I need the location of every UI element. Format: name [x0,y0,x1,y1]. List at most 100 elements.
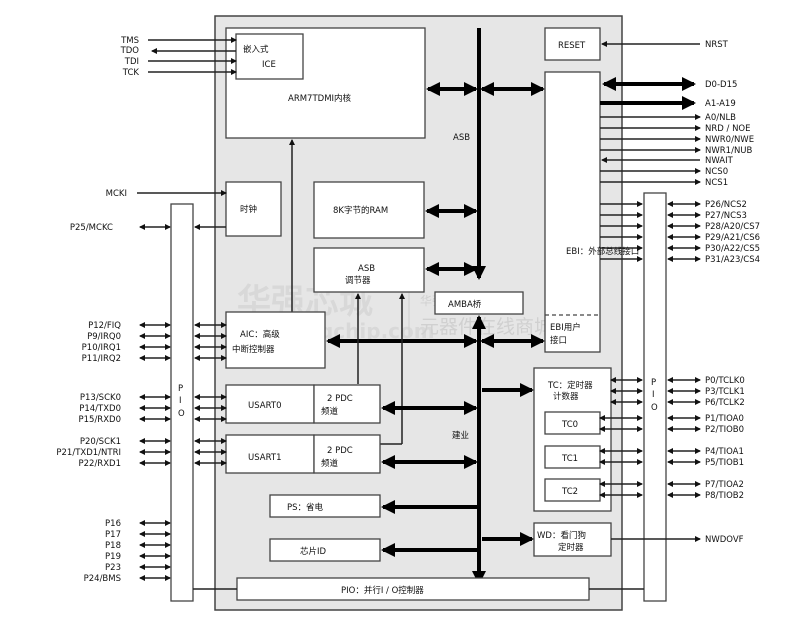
pdc0-block [313,384,381,424]
pio-right-o: O [651,403,658,413]
usart0-block [225,384,315,424]
pio-right-p: P [651,378,656,388]
tc0-block [544,411,601,435]
watermark-tag2: 元器件在线商城 [420,316,553,338]
signal-ncs1: NCS1 [705,178,728,188]
wd-label-1: WD：看门狗 [537,530,586,541]
signal-nwr1-nub: NWR1/NUB [705,146,753,156]
watchdog-block [533,522,612,557]
asb-arbiter-label-1: ASB [358,264,375,274]
signal-tdi: TDI [124,57,139,67]
signal-tms: TMS [120,36,139,46]
ram-block [313,181,425,239]
tc2-block [544,478,601,502]
right-signal-label: P31/A23/CS4 [705,255,760,265]
ebi-label: EBI：外部总线接口 [566,246,639,257]
clock-block [225,181,282,237]
left-signal-label: P17 [105,530,121,540]
tc-label-1: TC：定时器 [547,380,593,391]
aic-label-2: 中断控制器 [232,344,275,355]
right-signal-label: P2/TIOB0 [705,425,744,435]
chip-id-label: 芯片ID [300,546,327,557]
right-signal-label: P6/TCLK2 [705,398,745,408]
amba-bridge-block [434,291,524,315]
right-signal-label: P27/NCS3 [705,211,747,221]
right-signal-label: P8/TIOB2 [705,491,744,501]
left-signal-label: P20/SCK1 [80,437,121,447]
power-saving-label: PS：省电 [287,502,324,513]
signal-nrd-noe: NRD / NOE [705,124,751,134]
reset-label: RESET [558,41,586,51]
right-signal-label: P26/NCS2 [705,200,747,210]
left-signal-label: P13/SCK0 [80,393,121,403]
left-signal-label: P16 [105,519,121,529]
ebi-user-label-2: 接口 [550,335,567,346]
pdc1-label-2: 频道 [321,458,339,469]
aic-block [225,311,326,369]
pdc0-label-1: 2 PDC [327,394,353,404]
left-signal-label: P19 [105,552,121,562]
ice-label-1: 嵌入式 [243,44,269,55]
ice-block [235,33,304,80]
signal-nwait: NWAIT [705,156,734,166]
tc1-label: TC1 [561,454,578,464]
left-signal-label: P15/RXD0 [79,415,122,425]
amba-bridge-label: AMBA桥 [448,299,482,310]
right-signal-label: P5/TIOB1 [705,458,744,468]
pio-right-i: I [652,390,655,400]
left-signal-label: P23 [105,563,121,573]
left-signal-label: P14/TXD0 [79,404,121,414]
apb-bus-label: 建业 [452,430,469,441]
left-signal-label: P12/FIQ [88,321,121,331]
signal-mcki: MCKI [106,189,127,199]
pio-left-block [170,203,194,602]
left-signal-label: P24/BMS [84,574,121,584]
signal-a1-a19: A1-A19 [705,99,736,109]
right-signal-label: P0/TCLK0 [705,376,745,386]
right-signal-label: P3/TCLK1 [705,387,745,397]
asb-arbiter-block [313,247,425,293]
right-signal-label: P1/TIOA0 [705,414,744,424]
wd-label-2: 定时器 [558,542,584,553]
signal-d0-d15: D0-D15 [705,80,737,90]
asb-bus-label: ASB [453,133,470,143]
tc2-label: TC2 [561,487,578,497]
signal-nwr0-nwe: NWR0/NWE [705,135,754,145]
right-signal-label: P28/A20/CS7 [705,222,760,232]
tc0-label: TC0 [561,420,578,430]
right-signal-label: P7/TIOA2 [705,480,744,490]
pio-left-p: P [178,384,183,394]
pio-controller-label: PIO：并行I / O控制器 [341,585,424,596]
ice-label-2: ICE [262,60,276,70]
right-signal-label: P4/TIOA1 [705,447,744,457]
signal-tdo: TDO [120,46,140,56]
left-signal-label: P10/IRQ1 [82,343,121,353]
signal-a0-nlb: A0/NLB [705,113,736,123]
power-saving-block [269,494,381,518]
pdc0-label-2: 频道 [321,406,339,417]
ebi-user-label-1: EBI用户 [550,322,581,333]
aic-label-1: AIC：高级 [240,329,280,340]
core-label: ARM7TDMI内核 [288,93,352,104]
pdc1-block [313,434,381,474]
usart1-block [225,434,315,474]
right-signal-label: P30/A22/CS5 [705,244,760,254]
left-signal-label: P18 [105,541,121,551]
pio-right-block [643,192,667,602]
signal-nrst: NRST [705,40,729,50]
tc1-block [544,445,601,469]
signal-p25-mckc: P25/MCKC [70,223,113,233]
usart1-label: USART1 [248,453,281,463]
usart0-label: USART0 [248,401,281,411]
signal-ncs0: NCS0 [705,167,728,177]
pio-left-i: I [179,396,182,406]
reset-block [544,27,601,61]
ram-label: 8K字节的RAM [333,205,388,216]
asb-arbiter-label-2: 调节器 [345,276,371,286]
tc-label-2: 计数器 [553,391,579,402]
left-signal-label: P22/RXD1 [79,459,122,469]
left-signal-label: P11/IRQ2 [82,354,121,364]
pdc1-label-1: 2 PDC [327,446,353,456]
pio-left-o: O [178,409,185,419]
right-signal-label: P29/A21/CS6 [705,233,760,243]
